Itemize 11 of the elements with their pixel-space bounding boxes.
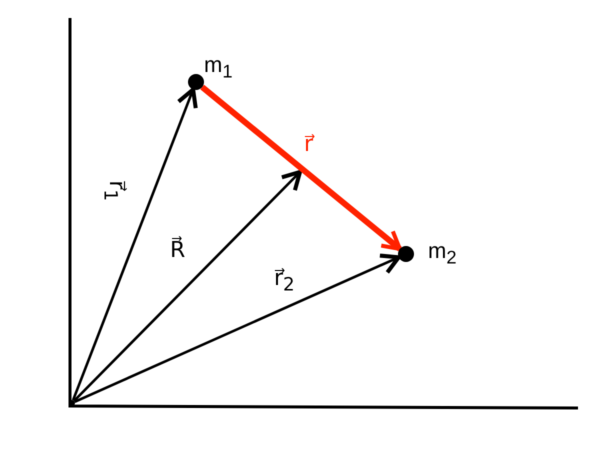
vector-label: r⃗ bbox=[304, 132, 314, 157]
mass-point bbox=[398, 246, 414, 262]
mass-label: m$_{2}$ bbox=[428, 238, 457, 268]
mass-point bbox=[188, 74, 204, 90]
vector-label: r⃗$_{2}$ bbox=[274, 266, 295, 296]
vector-arrow bbox=[73, 170, 302, 402]
vector-arrow bbox=[74, 254, 401, 403]
mass-label: m$_{1}$ bbox=[204, 52, 233, 82]
vector-label: R⃗ bbox=[170, 238, 186, 263]
vector-arrow bbox=[200, 84, 402, 252]
vector-arrow bbox=[72, 87, 198, 401]
